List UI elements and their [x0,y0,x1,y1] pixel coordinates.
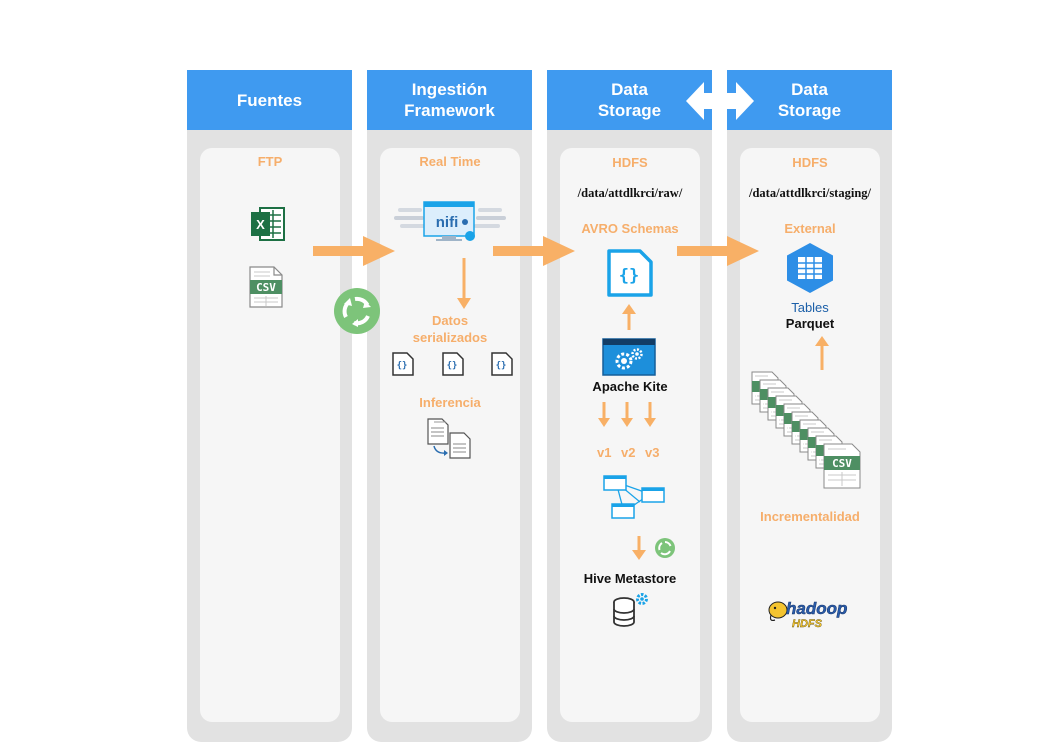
column-data-storage-raw: Data Storage HDFS /data/attdlkrci/raw/ A… [547,70,712,742]
hdfs-path: /data/attdlkrci/staging/ [748,186,872,200]
avro-schema-icon: {} [606,248,654,303]
inferencia-label: Inferencia [419,395,481,410]
svg-text:nifi: nifi [436,214,459,231]
table-hexagon-icon [785,242,835,299]
hdfs-label: HDFS [612,155,648,170]
apache-kite-label: Apache Kite [592,379,668,394]
network-diagram-icon [602,474,666,525]
flow-arrow-raw-to-staging [677,236,759,271]
nifi-logo-icon: nifi [392,200,508,249]
svg-text:{}: {} [447,361,458,371]
column-header: Data Storage [547,70,712,130]
hdfs-label: HDFS [792,155,828,170]
avro-schemas-label: AVRO Schemas [581,221,679,236]
recycle-icon [655,538,675,563]
incrementalidad-label: Incrementalidad [760,509,860,524]
svg-text:C: C [803,440,808,450]
apache-kite-icon [602,338,656,381]
hdfs-path: /data/attdlkrci/raw/ [577,186,683,200]
svg-text:C: C [771,408,776,418]
svg-text:C: C [763,400,768,410]
external-label: External [784,221,836,236]
tables-label: Tables [791,300,829,315]
parquet-label: Parquet [785,316,835,331]
json-file-icon: {} [392,352,414,381]
double-arrow-icon [686,80,754,127]
column-panel: HDFS /data/attdlkrci/staging/ External T… [740,148,880,722]
svg-text:C: C [795,432,800,442]
up-arrow-icon [622,304,636,337]
flow-arrow-ingestion-to-storage [493,236,575,271]
svg-text:{}: {} [496,361,507,371]
real-time-label: Real Time [419,154,481,169]
svg-text:C: C [819,456,824,466]
hadoop-hdfs-logo-icon: hadoop HDFS [768,596,860,637]
up-arrow-icon [815,336,829,377]
ftp-label: FTP [257,154,283,169]
down-arrow-icon [632,536,646,567]
svg-text:C: C [787,424,792,434]
column-header: Fuentes [187,70,352,130]
column-fuentes: Fuentes FTP X CSV [187,70,352,742]
excel-icon: X [250,206,286,247]
column-panel: Real Time nifi [380,148,520,722]
flow-arrow-fuentes-to-ingestion [313,236,395,271]
version-v3-label: v3 [645,445,660,460]
svg-text:HDFS: HDFS [792,618,823,630]
svg-text:C: C [755,392,760,402]
down-arrow-icon [598,402,610,433]
column-header: Ingestión Framework [367,70,532,130]
column-ingestion-framework: Ingestión Framework Real Time nifi [367,70,532,742]
svg-text:X: X [256,217,265,232]
column-header: Data Storage [727,70,892,130]
version-v2-label: v2 [621,445,636,460]
csv-file-icon: CSV [248,266,284,313]
svg-text:{}: {} [619,266,639,286]
svg-text:hadoop: hadoop [786,599,847,618]
recycle-icon [334,288,380,339]
json-file-icon: {} [491,352,513,381]
svg-text:C: C [811,448,816,458]
down-arrow-icon [457,258,471,315]
hive-metastore-label: Hive Metastore [583,571,677,586]
column-panel: HDFS /data/attdlkrci/raw/ AVRO Schemas {… [560,148,700,722]
down-arrow-icon [621,402,633,433]
csv-stack-icon: C C C C C C C C C CSV [751,371,868,505]
svg-text:{}: {} [397,361,408,371]
column-data-storage-staging: Data Storage HDFS /data/attdlkrci/stagin… [727,70,892,742]
column-panel: FTP X CSV [200,148,340,722]
svg-text:CSV: CSV [832,457,852,470]
svg-text:C: C [779,416,784,426]
down-arrow-icon [644,402,656,433]
datos-serializados-label: Datos serializados [412,313,488,345]
svg-text:CSV: CSV [256,281,276,294]
json-file-icon: {} [442,352,464,381]
version-v1-label: v1 [597,445,612,460]
database-gear-icon [612,592,656,633]
document-transform-icon [426,418,474,465]
